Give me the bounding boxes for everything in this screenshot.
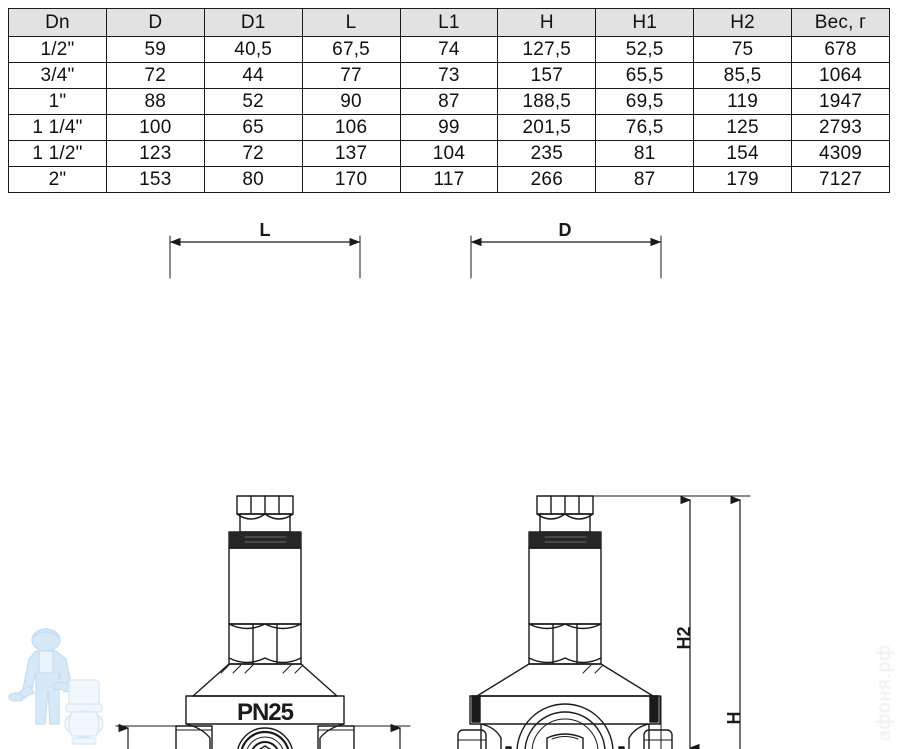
- table-header-row: Dn D D1 L L1 H H1 H2 Вес, г: [8, 8, 890, 37]
- cell-h: 188,5: [497, 88, 597, 115]
- cell-d1: 65: [203, 114, 303, 141]
- cell-: 1947: [791, 88, 890, 115]
- cell-: 1064: [791, 62, 890, 89]
- col-header-l: L: [301, 8, 401, 37]
- cell-l1: 104: [399, 140, 499, 167]
- dim-L1: [660, 695, 662, 749]
- dim-Dn-left: [115, 723, 187, 749]
- cell-d1: 72: [203, 140, 303, 167]
- cell-d: 59: [105, 36, 205, 63]
- cell-dn: 3/4": [8, 62, 107, 89]
- cell-h: 157: [497, 62, 597, 89]
- cell-: 2793: [791, 114, 890, 141]
- technical-drawings: PN25: [0, 218, 898, 749]
- cell-: 678: [791, 36, 890, 63]
- cell-d1: 52: [203, 88, 303, 115]
- cell-d1: 80: [203, 166, 303, 193]
- dim-label-L: L: [260, 220, 271, 240]
- cell-l: 106: [301, 114, 401, 141]
- cell-h2: 179: [693, 166, 792, 193]
- cell-l1: 87: [399, 88, 499, 115]
- cell-d1: 44: [203, 62, 303, 89]
- cell-h1: 65,5: [595, 62, 695, 89]
- cell-h2: 154: [693, 140, 792, 167]
- col-header-d1: D1: [203, 8, 303, 37]
- cell-d: 123: [105, 140, 205, 167]
- col-header-l1: L1: [399, 8, 499, 37]
- cell-h: 235: [497, 140, 597, 167]
- cell-h: 266: [497, 166, 597, 193]
- cell-l: 67,5: [301, 36, 401, 63]
- cell-d: 153: [105, 166, 205, 193]
- col-header-h1: H1: [595, 8, 695, 37]
- cell-d: 72: [105, 62, 205, 89]
- cell-l: 170: [301, 166, 401, 193]
- dim-label-H: H: [724, 712, 744, 725]
- cell-l: 137: [301, 140, 401, 167]
- drawings-svg: PN25: [115, 220, 751, 749]
- cell-h1: 52,5: [595, 36, 695, 63]
- cell-h2: 85,5: [693, 62, 792, 89]
- col-header-d: D: [105, 8, 205, 37]
- cell-h2: 119: [693, 88, 792, 115]
- cell-: 7127: [791, 166, 890, 193]
- side-view-group: [457, 235, 751, 749]
- cell-dn: 1 1/2": [8, 140, 107, 167]
- dim-label-H2: H2: [674, 626, 694, 649]
- cell-l: 90: [301, 88, 401, 115]
- cell-h1: 87: [595, 166, 695, 193]
- cell-h1: 81: [595, 140, 695, 167]
- col-header-dn: Dn: [8, 8, 107, 37]
- cell-l1: 74: [399, 36, 499, 63]
- col-header-weight: Вес, г: [791, 8, 890, 37]
- cell-l1: 117: [399, 166, 499, 193]
- cell-h: 127,5: [497, 36, 597, 63]
- cell-d: 100: [105, 114, 205, 141]
- cell-h1: 69,5: [595, 88, 695, 115]
- cell-h: 201,5: [497, 114, 597, 141]
- cell-l1: 99: [399, 114, 499, 141]
- front-view-group: PN25: [115, 235, 411, 749]
- dim-label-D: D: [559, 220, 572, 240]
- cell-dn: 2": [8, 166, 107, 193]
- cell-h1: 76,5: [595, 114, 695, 141]
- cell-dn: 1/2": [8, 36, 107, 63]
- cell-d1: 40,5: [203, 36, 303, 63]
- body-marking-pn25: PN25: [237, 699, 294, 726]
- cell-l: 77: [301, 62, 401, 89]
- cell-h2: 75: [693, 36, 792, 63]
- dim-Dn-right: [343, 723, 411, 749]
- cell-: 4309: [791, 140, 890, 167]
- cell-h2: 125: [693, 114, 792, 141]
- col-header-h: H: [497, 8, 597, 37]
- cell-l1: 73: [399, 62, 499, 89]
- col-header-h2: H2: [693, 8, 792, 37]
- cell-dn: 1 1/4": [8, 114, 107, 141]
- cell-d: 88: [105, 88, 205, 115]
- cell-dn: 1": [8, 88, 107, 115]
